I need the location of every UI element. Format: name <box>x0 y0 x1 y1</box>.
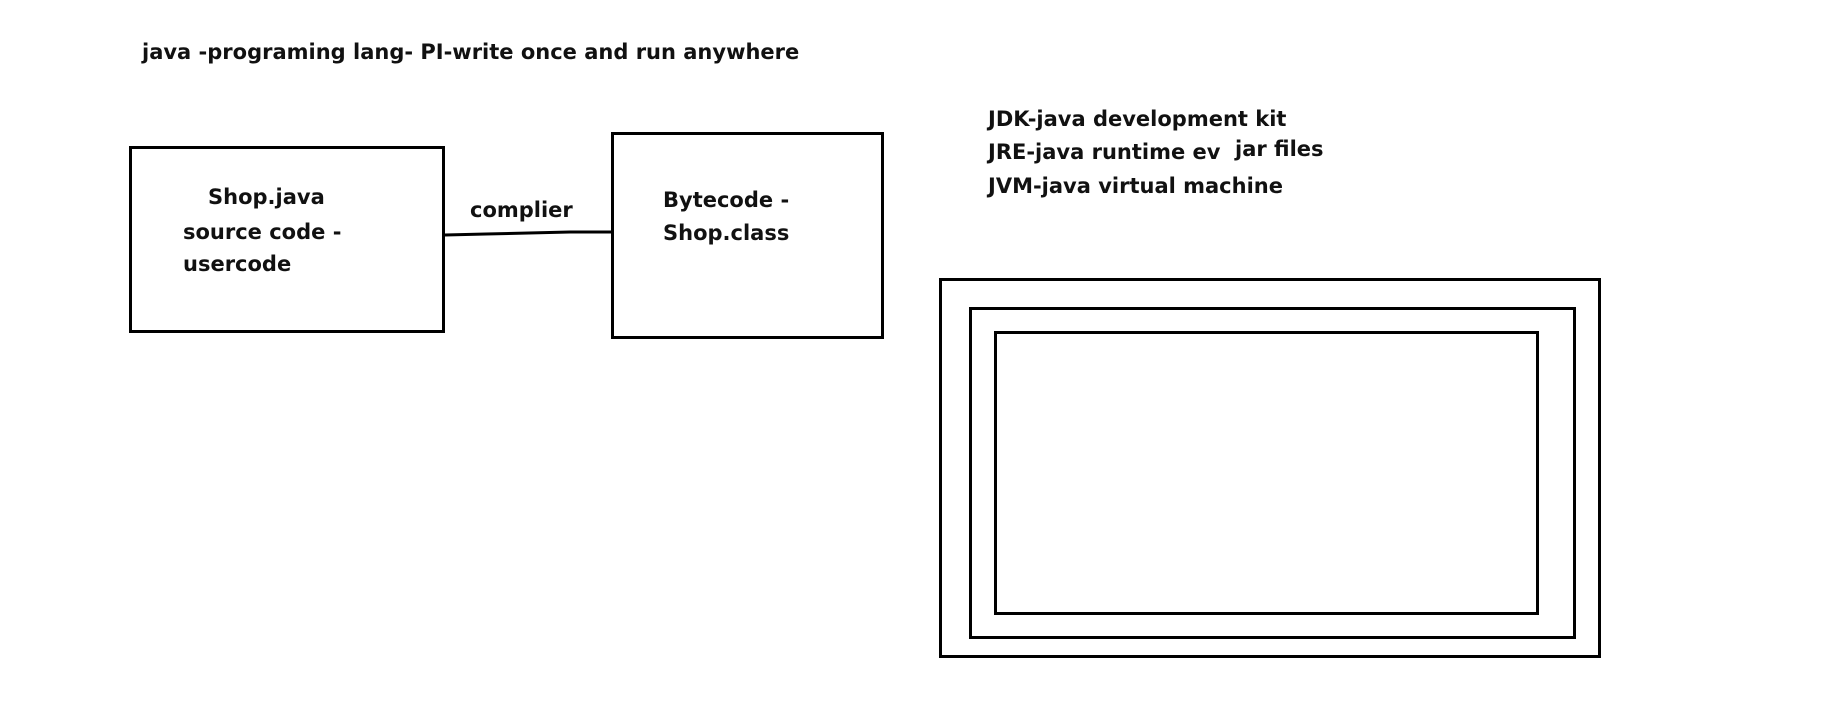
jvm-inner-box <box>994 331 1539 615</box>
source-box-sublabel: usercode <box>183 252 292 276</box>
jar-files-note: jar files <box>1235 137 1324 161</box>
definition-jre: JRE-java runtime ev <box>988 140 1221 164</box>
source-box-label: source code - <box>183 220 342 244</box>
diagram-heading: java -programing lang- PI-write once and… <box>142 40 800 64</box>
definition-jvm: JVM-java virtual machine <box>988 174 1283 198</box>
compiler-label: complier <box>470 198 573 222</box>
bytecode-label: Bytecode - <box>663 188 790 212</box>
bytecode-filename: Shop.class <box>663 221 790 245</box>
bytecode-box <box>611 132 884 339</box>
source-code-box <box>129 146 445 333</box>
source-box-filename: Shop.java <box>208 185 325 209</box>
jre-middle-box <box>969 307 1576 639</box>
definition-jdk: JDK-java development kit <box>988 107 1287 131</box>
jdk-outer-box <box>939 278 1601 658</box>
